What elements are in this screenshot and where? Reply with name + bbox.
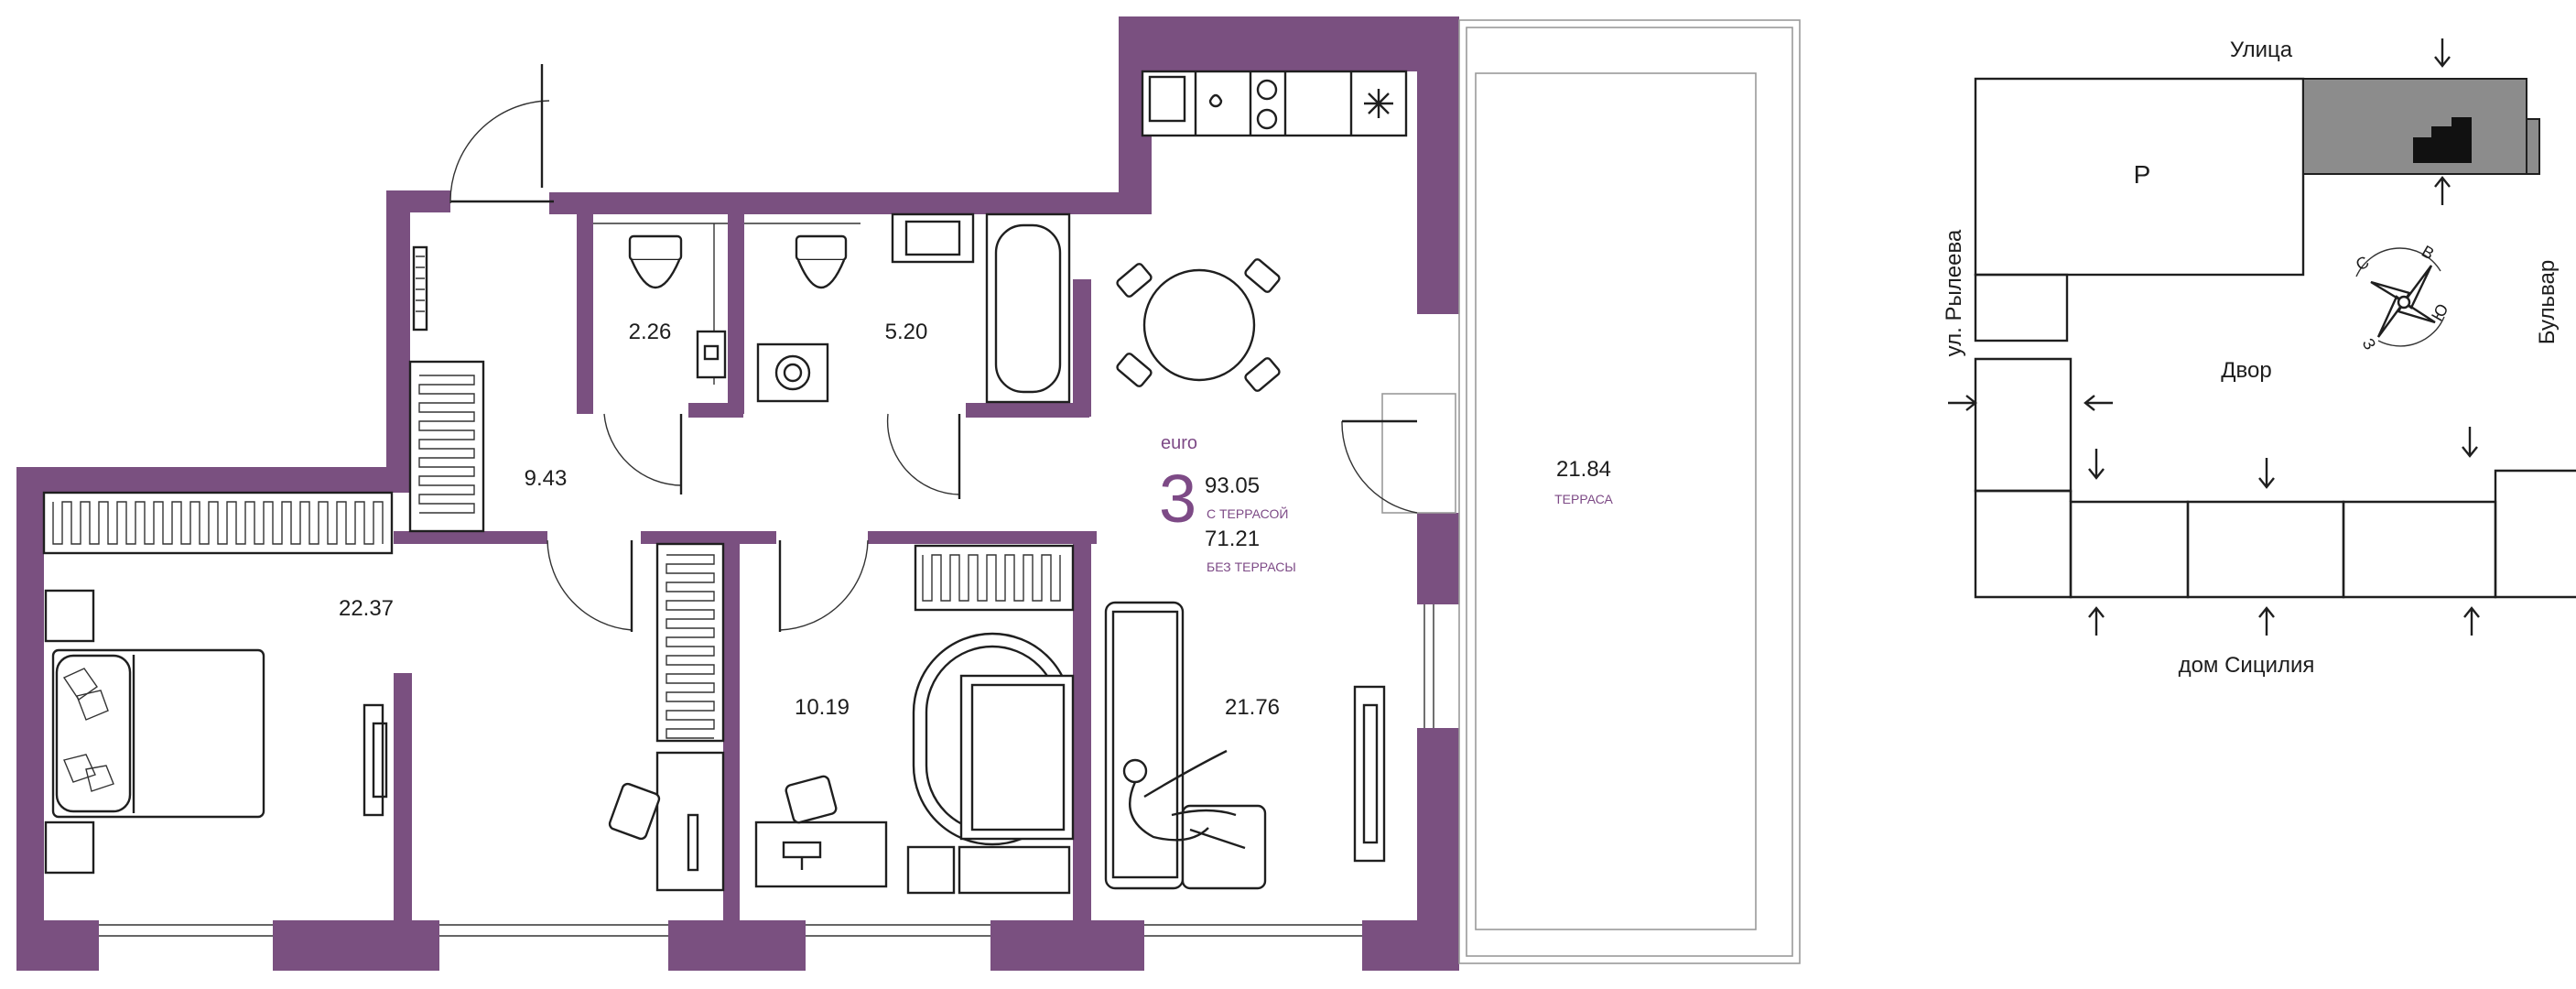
terrace-outline (1458, 19, 1801, 964)
building-p (1974, 77, 2305, 277)
area-bedroom: 22.37 (339, 596, 394, 621)
dining-set (1116, 258, 1281, 392)
bottom-building-label: дом Сицилия (2179, 653, 2315, 678)
bathroom-small-fixtures (593, 223, 728, 494)
person-illustration (1122, 749, 1246, 850)
entry-door (449, 64, 554, 204)
class-label: euro (1161, 433, 1197, 453)
street-top-label: Улица (2230, 38, 2293, 62)
compass-west: З (2359, 335, 2380, 353)
interior-doors (547, 539, 869, 632)
kitchen-fixtures (1141, 70, 1408, 137)
area-hallway: 9.43 (525, 466, 568, 491)
area-terrace: 21.84 (1556, 457, 1611, 482)
snowflake-icon (1364, 89, 1393, 118)
street-right-label: Бульвар (2535, 260, 2560, 344)
terrace-label: ТЕРРАСА (1554, 492, 1613, 506)
compass-east: В (2419, 242, 2437, 263)
area-bathroom-small: 2.26 (629, 320, 672, 344)
street-left-label: ул. Рылеева (1942, 229, 1966, 356)
walls (16, 16, 1459, 971)
windows (99, 604, 1434, 937)
yard-label: Двор (2221, 358, 2271, 383)
area-living-kitchen: 21.76 (1225, 695, 1280, 720)
study-furniture (608, 542, 888, 892)
living-furniture (906, 544, 1386, 895)
compass-north: С (2353, 253, 2372, 275)
building-p-label: Р (2134, 160, 2151, 189)
bathroom-large-fixtures (744, 212, 1071, 499)
with-terrace-label: С ТЕРРАСОЙ (1207, 505, 1288, 521)
area-without-terrace: 71.21 (1205, 527, 1260, 551)
compass-icon: С В Ю З (2353, 242, 2452, 353)
area-study: 10.19 (795, 695, 850, 720)
entrance-arrows (1948, 38, 2480, 636)
bedroom-furniture (42, 491, 394, 875)
hallway-wardrobe (408, 245, 485, 533)
selected-unit-marker (2413, 117, 2472, 163)
room-labels: 2.26 5.20 9.43 22.37 10.19 21.76 21.84 Т… (339, 320, 1614, 720)
without-terrace-label: БЕЗ ТЕРРАСЫ (1207, 560, 1296, 574)
area-with-terrace: 93.05 (1205, 473, 1260, 498)
apartment-summary: euro 3 93.05 С ТЕРРАСОЙ 71.21 БЕЗ ТЕРРАС… (1159, 433, 1296, 574)
balcony-door (1341, 393, 1456, 514)
area-bathroom-large: 5.20 (885, 320, 928, 344)
rooms-count: 3 (1159, 461, 1196, 537)
location-map: Р С (1942, 38, 2576, 678)
